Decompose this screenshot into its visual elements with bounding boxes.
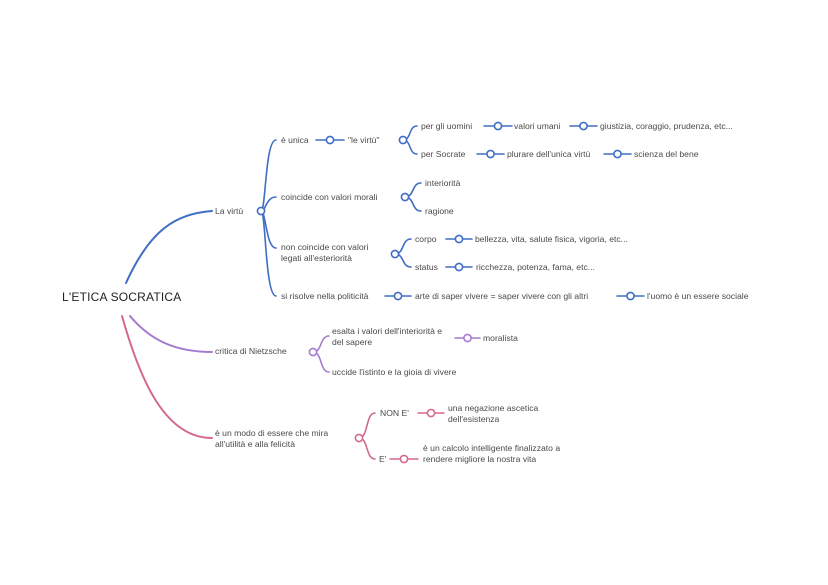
valori-giustizia-knob[interactable]	[579, 121, 588, 131]
node-per-gli-uomini[interactable]: per gli uomini	[421, 121, 473, 131]
trunk-virtu	[125, 210, 213, 284]
node-ragione[interactable]: ragione	[425, 206, 454, 216]
coincide-collapse-knob[interactable]	[400, 192, 410, 202]
mindmap-root-title: L'ETICA SOCRATICA	[62, 290, 182, 304]
node-bellezza[interactable]: bellezza, vita, salute fisica, vigoria, …	[475, 234, 628, 244]
node-politicita[interactable]: si risolve nella politicità	[281, 291, 369, 301]
node-non-e[interactable]: NON E'	[380, 408, 409, 418]
node-status[interactable]: status	[415, 262, 438, 272]
bracket-politicita	[260, 210, 277, 297]
node-giustizia[interactable]: giustizia, coraggio, prudenza, etc...	[600, 121, 733, 131]
nietzsche-collapse-knob[interactable]	[308, 347, 318, 357]
node-arte-di-saper-vivere[interactable]: arte di saper vivere = saper vivere con …	[415, 291, 589, 301]
node-calcolo-intelligente[interactable]: è un calcolo intelligente finalizzato a …	[423, 443, 561, 464]
node-critica-nietzsche[interactable]: critica di Nietzsche	[215, 346, 287, 356]
esalta-moralista-knob[interactable]	[463, 333, 472, 343]
node-negazione-ascetica[interactable]: una negazione ascetica dell'esistenza	[448, 403, 539, 424]
node-plurare[interactable]: plurare dell'unica virtù	[507, 149, 591, 159]
socrate-plurare-knob[interactable]	[486, 149, 495, 159]
node-uccide-istinto[interactable]: uccide l'istinto e la gioia di vivere	[332, 367, 457, 377]
unica-levirtu-knob[interactable]	[325, 135, 335, 145]
node-la-virtu[interactable]: La virtù	[215, 206, 244, 216]
status-ricchezza-knob[interactable]	[454, 262, 464, 272]
node-interiorita[interactable]: interiorità	[425, 178, 461, 188]
uomini-valori-knob[interactable]	[493, 121, 503, 131]
node-le-virtu[interactable]: "le virtù"	[348, 135, 380, 145]
node-per-socrate[interactable]: per Socrate	[421, 149, 466, 159]
trunk-nietzsche	[129, 315, 213, 353]
politicita-arte-knob[interactable]	[393, 291, 403, 301]
node-non-coincide[interactable]: non coincide con valori legati all'ester…	[281, 242, 369, 263]
node-e-unica[interactable]: è unica	[281, 135, 309, 145]
node-valori-umani[interactable]: valori umani	[514, 121, 561, 131]
e-calcolo-knob[interactable]	[399, 454, 409, 464]
node-coincide[interactable]: coincide con valori morali	[281, 192, 378, 202]
node-moralista[interactable]: moralista	[483, 333, 518, 343]
node-e[interactable]: E'	[379, 454, 387, 464]
node-esalta[interactable]: esalta i valori dell'interiorità e del s…	[332, 326, 443, 347]
node-ricchezza[interactable]: ricchezza, potenza, fama, etc...	[476, 262, 595, 272]
node-scienza-del-bene[interactable]: scienza del bene	[634, 149, 699, 159]
plurare-scienza-knob[interactable]	[613, 149, 622, 159]
node-modo-di-essere[interactable]: è un modo di essere che mira all'utilità…	[215, 428, 329, 449]
virtu-collapse-knob[interactable]	[256, 206, 266, 216]
modo-fan-0	[358, 412, 376, 439]
noncoincide-collapse-knob[interactable]	[390, 249, 400, 259]
node-corpo[interactable]: corpo	[415, 234, 437, 244]
arte-uomo-knob[interactable]	[626, 291, 635, 301]
none-negazione-knob[interactable]	[426, 408, 436, 418]
levirtu-collapse-knob[interactable]	[398, 135, 408, 145]
corpo-bellezza-knob[interactable]	[454, 234, 464, 244]
trunk-modo	[121, 315, 213, 439]
modo-collapse-knob[interactable]	[354, 433, 364, 443]
node-uomo-sociale[interactable]: l'uomo è un essere sociale	[647, 291, 749, 301]
